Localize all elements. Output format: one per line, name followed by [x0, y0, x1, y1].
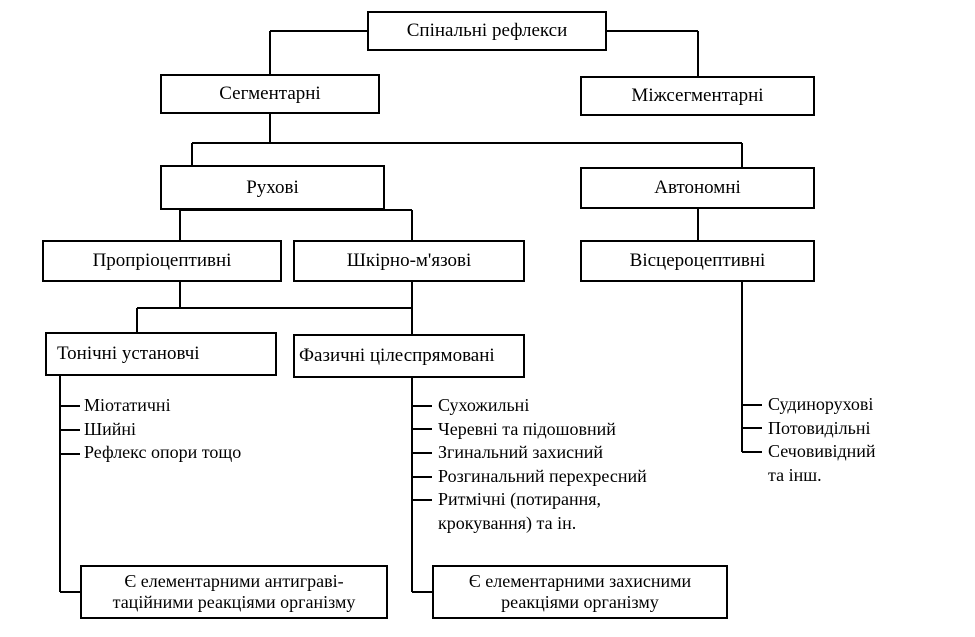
- motor-box: Рухові: [160, 165, 385, 210]
- phasic-box: Фазичні цілеспрямовані: [293, 334, 525, 378]
- tonic-box: Тонічні установчі: [45, 332, 277, 376]
- root-box: Спінальні рефлекси: [367, 11, 607, 51]
- list-item: Шийні: [84, 418, 137, 439]
- list-item: Потовидільні: [768, 417, 871, 438]
- intersegmental-box: Міжсегментарні: [580, 76, 815, 116]
- list-item: Ритмічні (потирання,: [438, 489, 602, 509]
- list-item: Сечовивідний: [768, 441, 876, 461]
- conclusion-line: реакціями організму: [501, 592, 659, 612]
- segmental-box: Сегментарні: [160, 74, 380, 114]
- visceral-reflex-list: Судинорухові Потовидільні Сечовивідний т…: [768, 393, 876, 487]
- protective-conclusion-box: Є елементарними захисними реакціями орга…: [432, 565, 728, 619]
- list-item: та інш.: [768, 464, 822, 485]
- list-item: Судинорухові: [768, 394, 874, 414]
- visceroceptive-box: Вісцероцептивні: [580, 240, 815, 282]
- list-item: Розгинальний перехресний: [438, 465, 647, 486]
- list-item: Згинальний захисний: [438, 442, 604, 462]
- conclusion-line: Є елементарними захисними: [468, 571, 692, 592]
- cutaneous-muscular-box: Шкірно-м'язові: [293, 240, 525, 282]
- proprioceptive-box: Пропріоцептивні: [42, 240, 282, 282]
- conclusion-line: Є елементарними антиграві-: [124, 571, 344, 592]
- list-item: крокування) та ін.: [438, 512, 577, 533]
- antigravity-conclusion-box: Є елементарними антиграві- таційними реа…: [80, 565, 388, 619]
- list-item: Міотатичні: [84, 395, 171, 415]
- tonic-reflex-list: Міотатичні Шийні Рефлекс опори тощо: [84, 394, 241, 465]
- list-item: Рефлекс опори тощо: [84, 442, 242, 462]
- list-item: Сухожильні: [438, 395, 530, 415]
- conclusion-line: таційними реакціями організму: [112, 592, 356, 612]
- list-item: Черевні та підошовний: [438, 418, 616, 439]
- phasic-reflex-list: Сухожильні Черевні та підошовний Згиналь…: [438, 394, 647, 535]
- autonomic-box: Автономні: [580, 167, 815, 209]
